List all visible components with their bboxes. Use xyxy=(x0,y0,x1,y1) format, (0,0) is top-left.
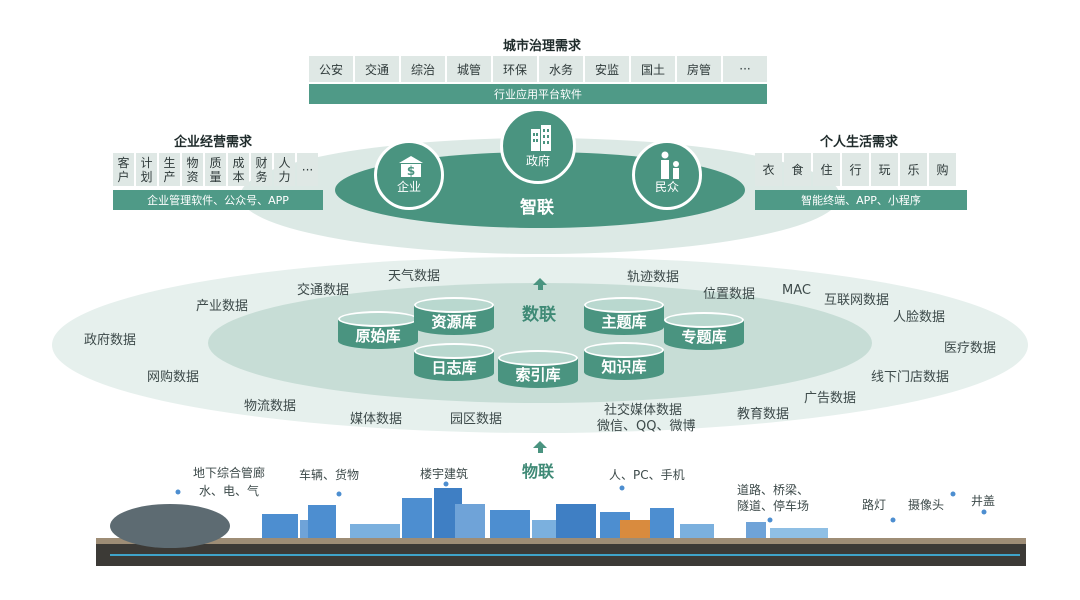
database-log: 日志库 xyxy=(414,343,494,381)
government-building-icon xyxy=(531,125,551,151)
city-governance-title: 城市治理需求 xyxy=(503,39,582,54)
location-pins xyxy=(175,481,987,523)
database-special: 专题库 xyxy=(664,312,744,350)
iot-label-utility-tunnel: 地下综合管廊 xyxy=(193,466,266,480)
enterprise-cell: 质量 xyxy=(205,153,226,186)
enterprise-cell: 计划 xyxy=(136,153,157,186)
data-label-offline-store: 线下门店数据 xyxy=(871,370,950,385)
iot-label-buildings: 楼宇建筑 xyxy=(420,467,469,481)
data-label-education: 教育数据 xyxy=(737,407,790,422)
database-knowledge: 知识库 xyxy=(584,342,664,380)
enterprise-cell: ··· xyxy=(297,153,318,186)
iot-label-manhole: 井盖 xyxy=(971,494,996,508)
database-resource: 资源库 xyxy=(414,297,494,335)
data-label-traffic: 交通数据 xyxy=(297,283,350,298)
data-label-face: 人脸数据 xyxy=(893,310,946,325)
iot-label-water-power-gas: 水、电、气 xyxy=(199,484,260,498)
database-raw: 原始库 xyxy=(338,311,418,349)
city-cell: 水务 xyxy=(539,56,583,82)
data-label-government: 政府数据 xyxy=(84,333,137,348)
city-cell: ··· xyxy=(723,56,767,82)
iot-label-camera: 摄像头 xyxy=(908,498,945,512)
enterprise-cell: 客户 xyxy=(113,153,134,186)
city-buildings xyxy=(110,488,828,548)
personal-cell: 玩 xyxy=(871,153,898,186)
city-cell: 国土 xyxy=(631,56,675,82)
iot-label-vehicles-goods: 车辆、货物 xyxy=(299,468,360,482)
zhilian-label: 智联 xyxy=(520,198,554,218)
personal-cell: 食 xyxy=(784,153,811,186)
personal-cell: 住 xyxy=(813,153,840,186)
enterprise-circle: $ 企业 xyxy=(374,140,444,210)
city-cell: 房管 xyxy=(677,56,721,82)
personal-cell: 购 xyxy=(929,153,956,186)
enterprise-cell: 人力 xyxy=(274,153,295,186)
data-label-mac: MAC xyxy=(782,283,811,298)
iot-label-streetlight: 路灯 xyxy=(862,498,887,512)
data-label-advertising: 广告数据 xyxy=(804,391,857,406)
public-circle: 民众 xyxy=(632,140,702,210)
people-icon xyxy=(661,151,679,179)
personal-bar: 智能终端、APP、小程序 xyxy=(755,190,967,210)
data-label-medical: 医疗数据 xyxy=(944,341,997,356)
data-label-park: 园区数据 xyxy=(450,412,503,427)
government-circle: 政府 xyxy=(500,108,576,184)
dollar-building-icon: $ xyxy=(399,156,423,178)
city-cell: 安监 xyxy=(585,56,629,82)
iot-label-roads-bridges: 道路、桥梁、 xyxy=(737,483,810,497)
city-cell: 综治 xyxy=(401,56,445,82)
enterprise-cell: 生产 xyxy=(159,153,180,186)
city-cell: 交通 xyxy=(355,56,399,82)
enterprise-title: 企业经营需求 xyxy=(174,135,253,150)
city-governance-cells: 公安 交通 综治 城管 环保 水务 安监 国土 房管 ··· xyxy=(309,56,767,82)
iot-label-tunnels-parking: 隧道、停车场 xyxy=(737,499,810,513)
data-label-media: 媒体数据 xyxy=(350,412,403,427)
public-label: 民众 xyxy=(654,180,679,194)
iot-label-people-pc-phone: 人、PC、手机 xyxy=(609,468,685,482)
database-index: 索引库 xyxy=(498,350,578,388)
enterprise-bar: 企业管理软件、公众号、APP xyxy=(113,190,323,210)
personal-cell: 行 xyxy=(842,153,869,186)
enterprise-cell: 物资 xyxy=(182,153,203,186)
up-arrow-stem xyxy=(538,448,543,453)
shulian-label: 数联 xyxy=(522,305,556,325)
personal-cell: 乐 xyxy=(900,153,927,186)
data-label-location: 位置数据 xyxy=(703,287,756,302)
up-arrow-stem xyxy=(538,285,543,290)
wulian-label: 物联 xyxy=(522,462,555,481)
enterprise-cell: 财务 xyxy=(251,153,272,186)
data-label-wechat-qq-weibo: 微信、QQ、微博 xyxy=(597,419,696,434)
database-theme: 主题库 xyxy=(584,297,664,335)
city-cell: 城管 xyxy=(447,56,491,82)
government-label: 政府 xyxy=(525,154,550,168)
data-label-logistics: 物流数据 xyxy=(244,399,297,414)
data-label-social-media: 社交媒体数据 xyxy=(604,403,683,418)
city-cell: 环保 xyxy=(493,56,537,82)
svg-text:$: $ xyxy=(407,164,415,178)
data-label-weather: 天气数据 xyxy=(388,269,441,284)
personal-cell: 衣 xyxy=(755,153,782,186)
personal-cells: 衣 食 住 行 玩 乐 购 xyxy=(755,153,956,186)
up-arrow-icon xyxy=(533,278,547,285)
data-label-trajectory: 轨迹数据 xyxy=(627,270,680,285)
up-arrow-icon xyxy=(533,441,547,448)
city-governance-bar: 行业应用平台软件 xyxy=(309,84,767,104)
data-label-online-shopping: 网购数据 xyxy=(147,370,200,385)
enterprise-cell: 成本 xyxy=(228,153,249,186)
ground-strip xyxy=(96,538,1026,544)
data-label-industry: 产业数据 xyxy=(196,299,249,314)
city-cell: 公安 xyxy=(309,56,353,82)
enterprise-label: 企业 xyxy=(396,180,421,194)
enterprise-cells: 客户 计划 生产 物资 质量 成本 财务 人力 ··· xyxy=(113,153,318,186)
data-label-internet: 互联网数据 xyxy=(824,293,890,308)
personal-title: 个人生活需求 xyxy=(820,135,899,150)
